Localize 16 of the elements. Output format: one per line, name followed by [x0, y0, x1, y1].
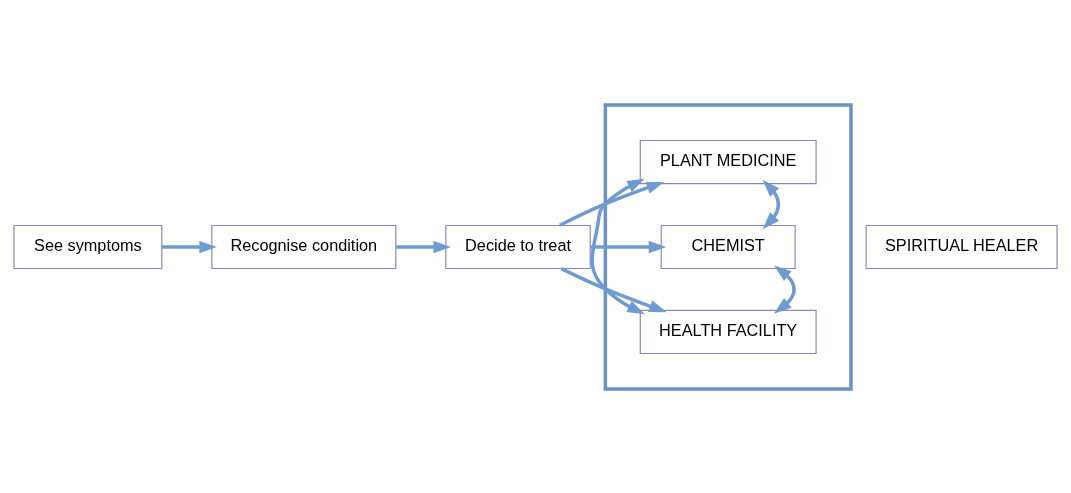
node-box: See symptoms: [13, 224, 163, 269]
node-box: SPIRITUAL HEALER: [865, 224, 1058, 269]
arrow: [560, 266, 667, 312]
arrow: [590, 240, 667, 253]
arrow: [762, 179, 781, 229]
arrow: [559, 181, 665, 227]
node-box: Decide to treat: [445, 224, 591, 269]
cluster: [603, 102, 853, 391]
node-box: CHEMIST: [660, 224, 796, 269]
node-box: PLANT MEDICINE: [639, 139, 817, 184]
node-box: Recognise condition: [211, 224, 397, 269]
arrow: [161, 240, 217, 253]
arrow: [396, 240, 451, 253]
arrow: [773, 264, 796, 314]
arrow: [590, 178, 645, 314]
node-box: HEALTH FACILITY: [639, 309, 817, 354]
